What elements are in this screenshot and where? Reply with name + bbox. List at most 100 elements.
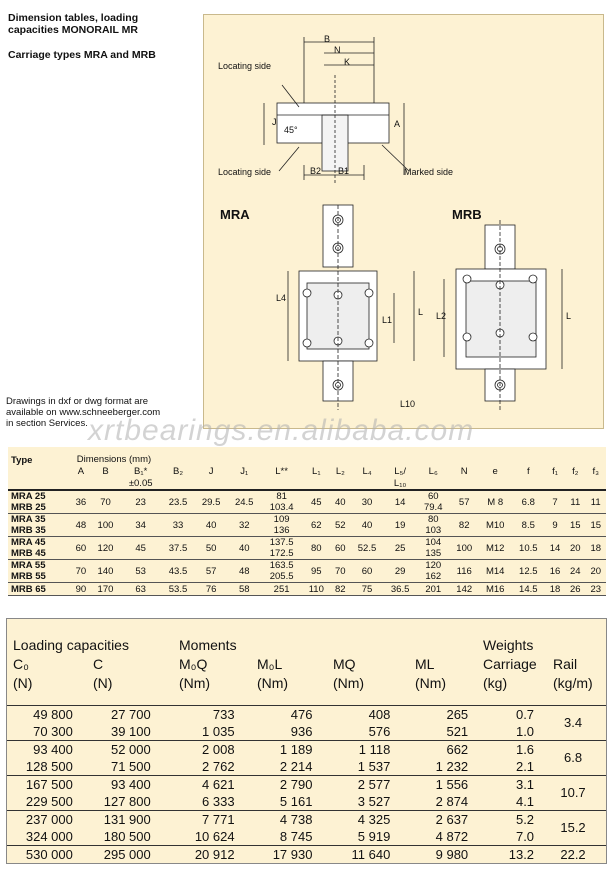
cell-b2: 43.5 xyxy=(161,559,195,583)
load-cell: 2 214 xyxy=(279,758,313,774)
column-header: f₁ xyxy=(552,465,558,477)
load-cell: 131 900 xyxy=(78,810,157,828)
unit-kgm: (kg/m) xyxy=(553,675,593,691)
load-cell: 3 527 xyxy=(357,793,391,809)
cell-b1: 23 xyxy=(119,489,162,514)
cell-j: 29.5 xyxy=(194,489,228,514)
rail-weight-cell: 22.2 xyxy=(540,845,606,863)
column-header: B₁* xyxy=(134,465,148,477)
load-cell: 237 000 xyxy=(7,810,79,828)
unit-nm: (Nm) xyxy=(179,675,211,691)
cell-value: 103.4 xyxy=(269,502,294,513)
cell-n: 57 xyxy=(449,489,479,514)
type-name: MRB 35 xyxy=(11,525,46,536)
load-cell: 2.1 xyxy=(515,758,535,774)
cell-l6: 201 xyxy=(416,582,450,596)
column-header: L₅/ xyxy=(394,465,406,477)
rail-weight-cell: 10.7 xyxy=(540,775,606,811)
locating-side-top-label: Locating side xyxy=(218,61,271,71)
type-name: MRA 25 xyxy=(11,491,46,502)
cell-b1: 63 xyxy=(119,582,162,596)
column-header: f₂ xyxy=(572,465,579,477)
technical-drawing-panel: B N K J A 45° B2 B1 L4 L L1 L2 L L10 Loc… xyxy=(203,14,604,429)
column-subheader xyxy=(585,477,606,490)
cell-f3: 11 xyxy=(585,489,606,514)
cell-l4: 52.5 xyxy=(350,536,384,560)
load-cell: 4.1 xyxy=(515,793,535,809)
column-subheader xyxy=(261,477,303,490)
column-subheader xyxy=(195,477,228,490)
load-cell: 13.2 xyxy=(474,845,541,863)
cell-n: 142 xyxy=(449,582,479,596)
cell-b1: 45 xyxy=(119,536,162,560)
unit-n: (N) xyxy=(13,675,33,691)
load-cell: 11 640 xyxy=(318,845,397,863)
cell-f3: 20 xyxy=(585,559,606,583)
load-cell: 1 537 xyxy=(357,758,391,774)
unit-n: (N) xyxy=(93,675,113,691)
load-cell: 4 325 xyxy=(318,810,397,828)
load-cell: 265 xyxy=(396,705,475,723)
cell-f: 8.5 xyxy=(511,513,545,537)
cell-value: 205.5 xyxy=(269,571,294,582)
load-cell: 128 500 xyxy=(25,758,73,774)
load-cell: 180 500 xyxy=(103,828,151,844)
notes-line: available on www.schneeberger.com xyxy=(6,407,161,418)
cell-e: M16 xyxy=(478,582,512,596)
load-cell: 408 xyxy=(318,705,397,723)
cell-j: 40 xyxy=(194,513,228,537)
cell-b: 140 xyxy=(91,559,120,583)
locating-side-bottom-label: Locating side xyxy=(218,167,271,177)
cell-l5: 29 xyxy=(383,559,417,583)
cell-j1: 58 xyxy=(227,582,261,596)
load-cell: 521 xyxy=(446,723,469,739)
notes: Drawings in dxf or dwg format are availa… xyxy=(6,396,186,429)
cell-n: 116 xyxy=(449,559,479,583)
load-cell: 4 872 xyxy=(435,828,469,844)
cell-f1: 14 xyxy=(544,536,566,560)
load-cell: 5 161 xyxy=(279,793,313,809)
cell-l5: 36.5 xyxy=(383,582,417,596)
cell-value: 79.4 xyxy=(423,502,443,513)
cell-e: M 8 xyxy=(478,489,512,514)
cell-value: 109 xyxy=(273,514,290,525)
load-cell: 1 232 xyxy=(435,758,469,774)
load-cell: 167 500 xyxy=(7,775,79,793)
column-subheader xyxy=(71,477,91,490)
type-name: MRB 45 xyxy=(11,548,46,559)
load-cell: 733 xyxy=(156,705,241,723)
column-subheader xyxy=(417,477,450,490)
cell-l1: 80 xyxy=(302,536,331,560)
column-header: J₁ xyxy=(240,465,249,477)
dim-label-l10: L10 xyxy=(400,399,415,409)
column-header: L₄ xyxy=(362,465,372,477)
mrb-label: MRB xyxy=(452,207,482,222)
column-header: B₂ xyxy=(172,465,184,477)
column-header: N xyxy=(460,465,468,477)
cell-j1: 32 xyxy=(227,513,261,537)
cell-a: 60 xyxy=(70,536,92,560)
load-cell: 324 000 xyxy=(25,828,73,844)
cell-b2: 23.5 xyxy=(161,489,195,514)
cell-l4: 75 xyxy=(350,582,384,596)
rail-heading: Rail xyxy=(553,656,578,672)
load-cell: 70 300 xyxy=(33,723,73,739)
m0q-heading: M₀Q xyxy=(179,656,208,672)
c0-heading: C₀ xyxy=(13,656,29,672)
load-cell: 1 118 xyxy=(318,740,397,758)
load-cell: 2 637 xyxy=(396,810,475,828)
load-cell: 39 100 xyxy=(110,723,151,739)
cell-b: 70 xyxy=(91,489,120,514)
load-cell: 0.7 xyxy=(474,705,541,723)
column-header: L** xyxy=(275,465,288,477)
cell-value: 137.5 xyxy=(269,537,294,548)
